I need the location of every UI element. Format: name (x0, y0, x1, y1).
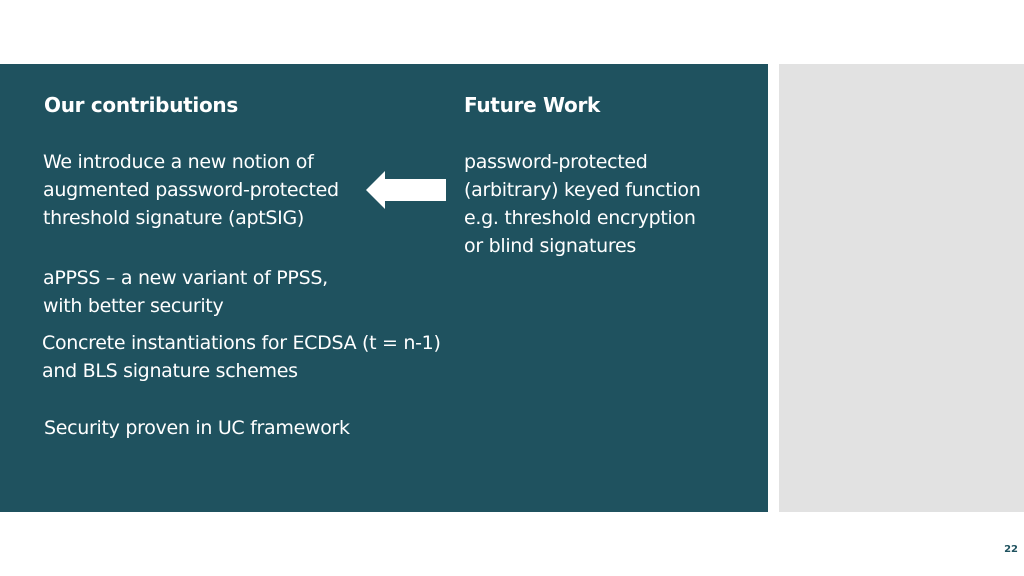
contribution-item-3: Concrete instantiations for ECDSA (t = n… (42, 329, 441, 385)
contribution-item-2: aPPSS – a new variant of PPSS, with bett… (43, 264, 328, 320)
future-work-heading: Future Work (464, 93, 601, 117)
left-arrow-icon (366, 171, 446, 209)
contribution-line: and BLS signature schemes (42, 360, 298, 382)
future-work-line: or blind signatures (464, 235, 636, 257)
future-work-line: (arbitrary) keyed function (464, 179, 701, 201)
future-work-line: e.g. threshold encryption (464, 207, 696, 229)
contribution-line: with better security (43, 295, 224, 317)
content-panel (0, 64, 768, 512)
future-work-text: password-protected (arbitrary) keyed fun… (464, 148, 701, 260)
side-panel (779, 64, 1024, 512)
contribution-line: Security proven in UC framework (44, 417, 350, 439)
contribution-item-4: Security proven in UC framework (44, 414, 350, 442)
contribution-line: augmented password-protected (43, 179, 339, 201)
contribution-line: threshold signature (aptSIG) (43, 207, 305, 229)
slide-number: 22 (1004, 544, 1018, 555)
contributions-heading: Our contributions (44, 93, 238, 117)
contribution-line: We introduce a new notion of (43, 151, 314, 173)
contribution-line: aPPSS – a new variant of PPSS, (43, 267, 328, 289)
future-work-line: password-protected (464, 151, 648, 173)
contribution-item-1: We introduce a new notion of augmented p… (43, 148, 339, 232)
contribution-line: Concrete instantiations for ECDSA (t = n… (42, 332, 441, 354)
